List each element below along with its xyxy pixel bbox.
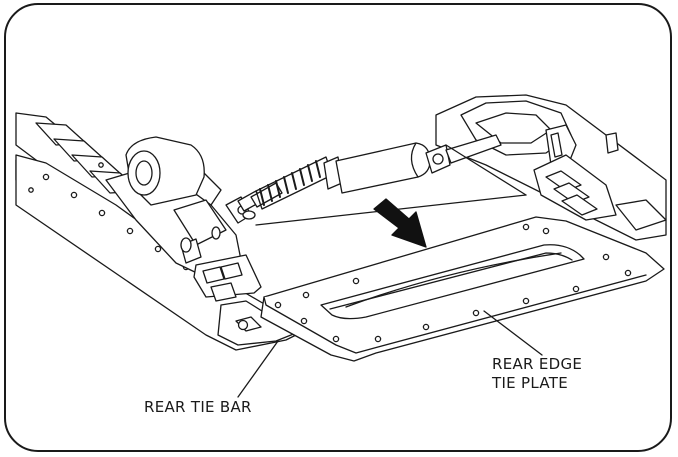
spring-strut-assembly <box>225 134 502 224</box>
seat-track-illustration <box>15 94 667 398</box>
seat-adjuster-block <box>105 136 262 302</box>
rear-edge-tie-plate-label: REAR EDGE TIE PLATE <box>492 355 582 393</box>
rear-tie-bar-label: REAR TIE BAR <box>144 398 252 416</box>
arrow-down-right-icon <box>373 198 427 248</box>
rear-frame-right <box>435 94 667 241</box>
rear-edge-tie-plate <box>260 216 665 362</box>
rear-edge-tie-plate-label-line2: TIE PLATE <box>492 374 569 392</box>
diagram-frame: REAR TIE BAR REAR EDGE TIE PLATE <box>4 3 672 452</box>
rear-tie-bar <box>217 300 297 346</box>
leader-lines <box>237 310 543 398</box>
rear-edge-tie-plate-label-line1: REAR EDGE <box>492 355 583 373</box>
